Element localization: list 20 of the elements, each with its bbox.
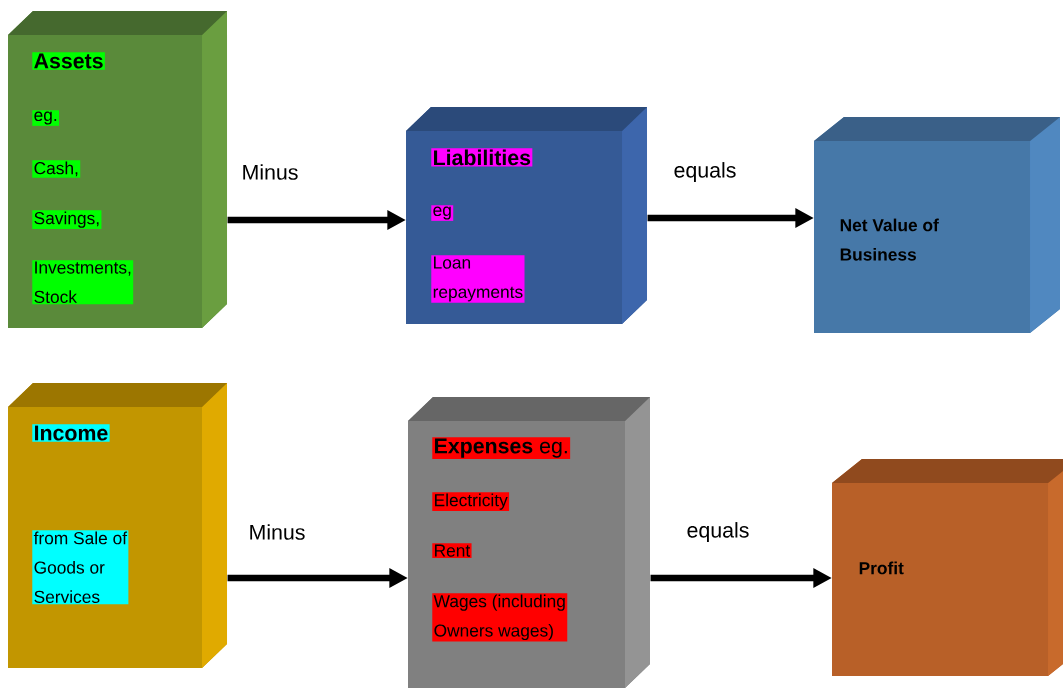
highlighted-text: eg (431, 205, 454, 221)
highlighted-text: from Sale of Goods or Services (32, 530, 129, 605)
highlighted-text: Electricity (432, 492, 510, 512)
edge-label: equals (687, 522, 749, 542)
highlighted-text: Expenses eg. (432, 437, 571, 460)
highlighted-text: Rent (432, 543, 472, 558)
highlighted-text: eg. (32, 110, 60, 126)
highlighted-text: Savings, (32, 210, 102, 230)
box-label: Net Value of Business (840, 218, 939, 261)
highlighted-text: Liabilities (431, 148, 533, 167)
highlighted-text: Income (32, 424, 110, 442)
edge-label: equals (674, 162, 736, 182)
highlighted-text: Wages (including Owners wages) (432, 593, 568, 642)
box-label: Profit (859, 561, 904, 575)
highlighted-text: Loan repayments (431, 255, 525, 303)
highlighted-text: Cash, (32, 160, 81, 178)
highlighted-text: Investments, Stock (32, 260, 134, 305)
highlighted-text: Assets (32, 52, 105, 70)
edge-label: Minus (243, 164, 298, 180)
edge-label: Minus (250, 524, 305, 540)
